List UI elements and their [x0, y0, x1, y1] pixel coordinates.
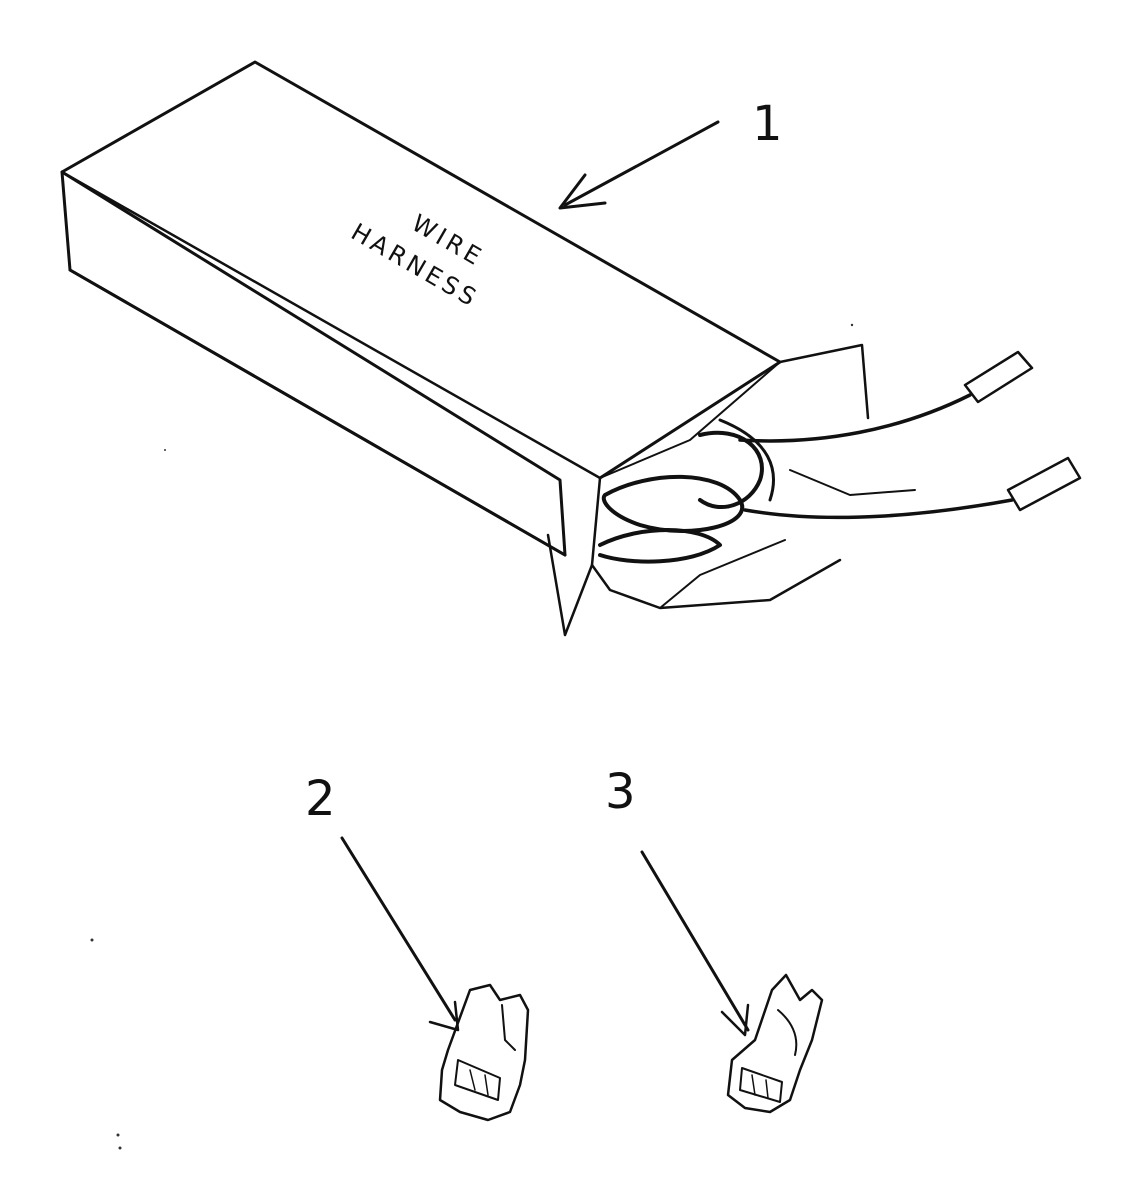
scan-specks [90, 323, 854, 1150]
terminal-part-2 [438, 983, 530, 1122]
callout-1-number: 1 [752, 96, 783, 152]
callout-3: 3 [605, 764, 750, 1037]
callout-3-number: 3 [605, 764, 636, 820]
callout-1: 1 [558, 96, 783, 210]
terminal-part-3 [726, 973, 824, 1114]
callout-2-number: 2 [305, 771, 336, 827]
callout-2: 2 [305, 771, 460, 1032]
wire-harness-box: WIRE HARNESS [60, 60, 1082, 637]
